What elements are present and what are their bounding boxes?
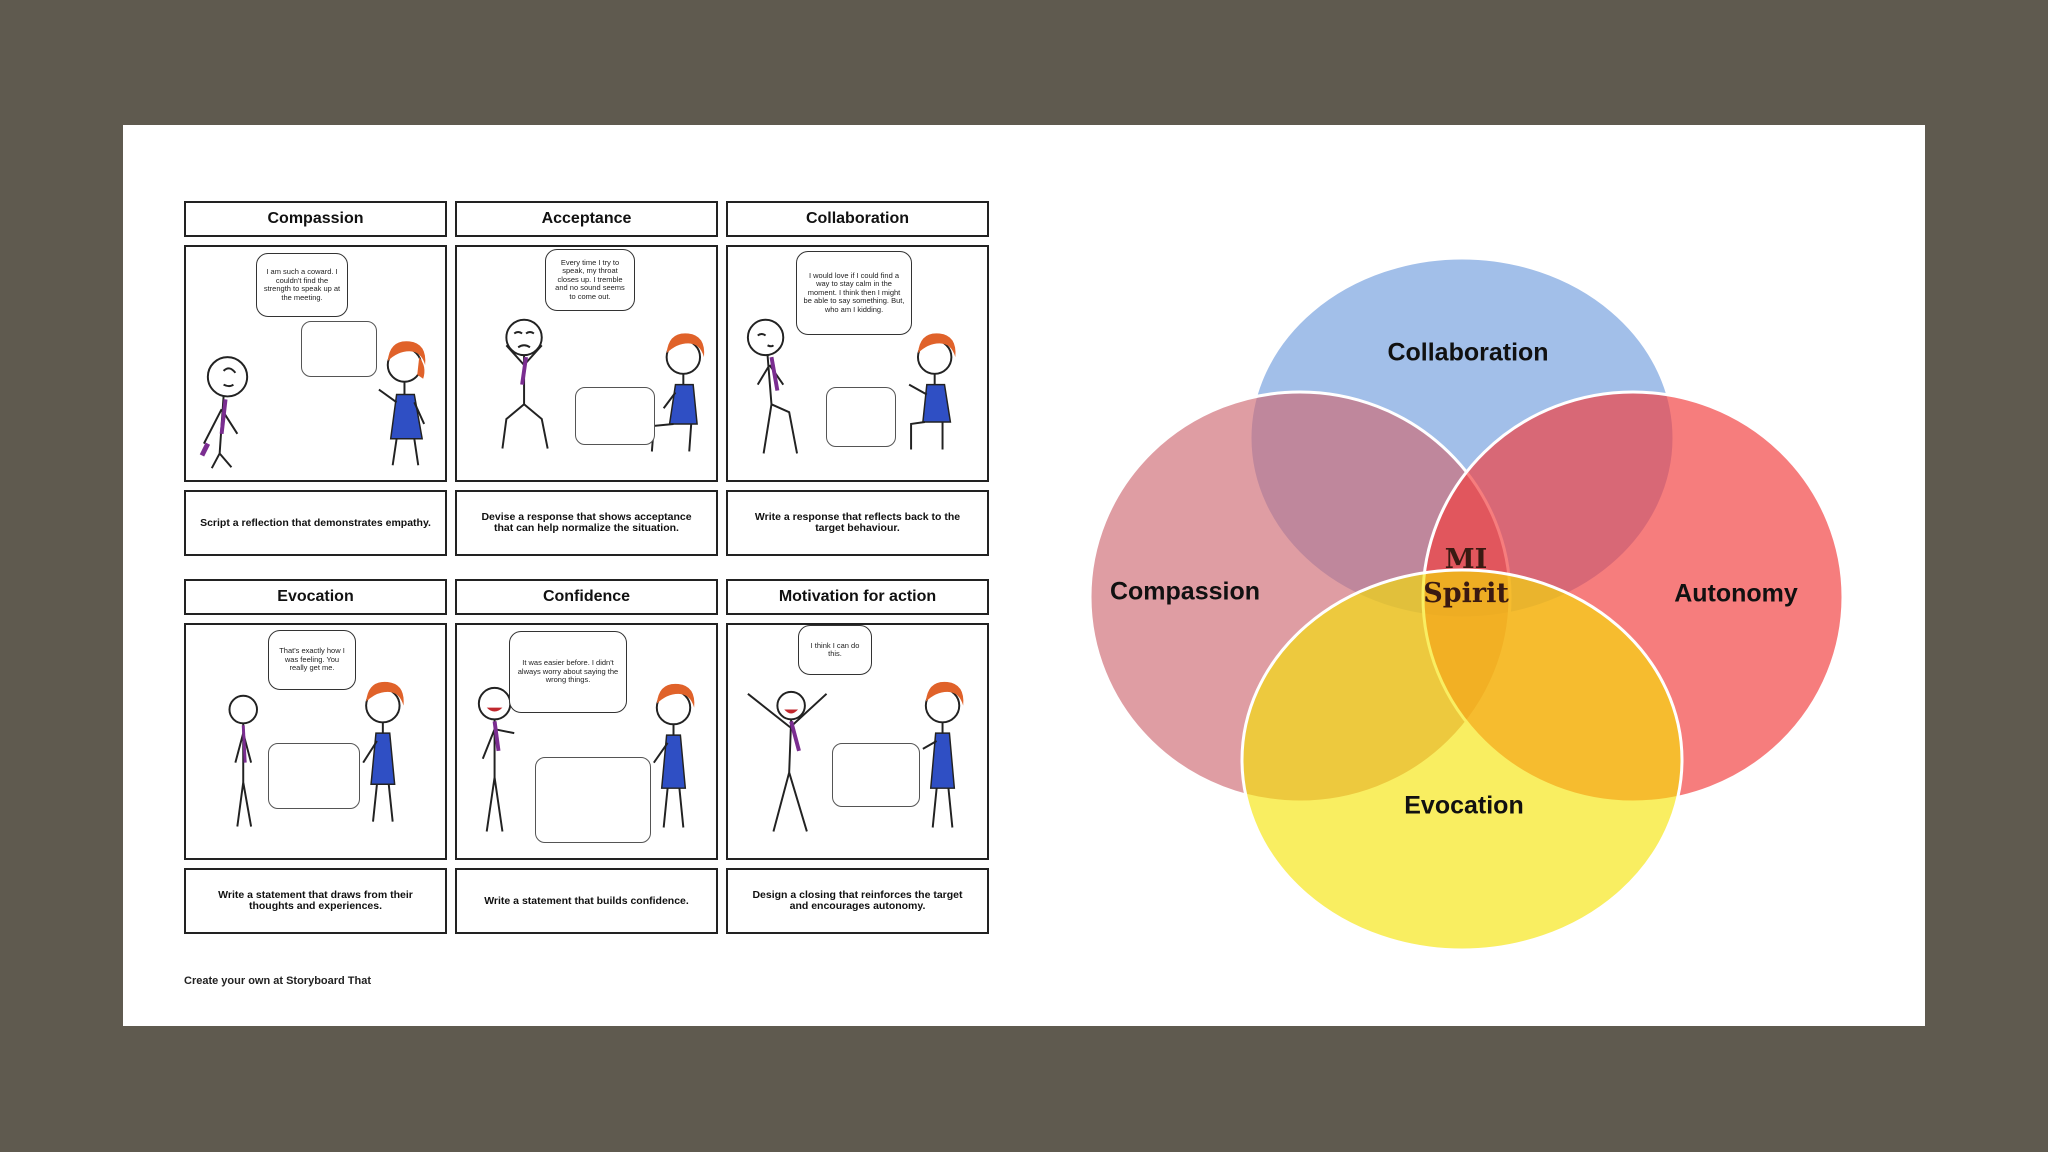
stick-figures-illustration xyxy=(746,318,956,454)
venn-center-label: MI Spirit xyxy=(1423,543,1509,611)
empty-speech-bubble xyxy=(832,743,920,807)
panel-title-collaboration: Collaboration xyxy=(726,201,989,237)
panel-caption: Write a statement that builds confidence… xyxy=(455,868,718,934)
panel-collaboration: I would love if I could find a way to st… xyxy=(726,245,989,482)
slide: Compassion Acceptance Collaboration xyxy=(123,125,1925,1026)
speech-bubble: I think I can do this. xyxy=(798,625,872,675)
stick-figures-illustration xyxy=(228,681,404,827)
venn-center-line1: MI xyxy=(1444,544,1488,575)
panel-motivation: I think I can do this. xyxy=(726,623,989,860)
venn-label-compassion: Compassion xyxy=(1109,577,1261,606)
speech-bubble: I would love if I could find a way to st… xyxy=(796,251,912,335)
venn-label-evocation: Evocation xyxy=(1404,791,1524,820)
empty-speech-bubble xyxy=(301,321,377,377)
empty-speech-bubble xyxy=(268,743,360,809)
panel-confidence: It was easier before. I didn't always wo… xyxy=(455,623,718,860)
panel-title-compassion: Compassion xyxy=(184,201,447,237)
venn-diagram: Collaboration Compassion Autonomy Evocat… xyxy=(1053,205,1863,955)
venn-label-collaboration: Collaboration xyxy=(1387,338,1549,367)
panel-caption: Script a reflection that demonstrates em… xyxy=(184,490,447,556)
panel-title-evocation: Evocation xyxy=(184,579,447,615)
venn-circle-evocation xyxy=(1240,568,1684,952)
panel-caption: Design a closing that reinforces the tar… xyxy=(726,868,989,934)
stick-figures-illustration xyxy=(477,683,695,832)
empty-speech-bubble xyxy=(535,757,651,843)
storyboard: Compassion Acceptance Collaboration xyxy=(184,201,996,991)
stick-figures-illustration xyxy=(199,341,426,469)
venn-label-autonomy: Autonomy xyxy=(1674,579,1798,608)
speech-bubble: It was easier before. I didn't always wo… xyxy=(509,631,627,713)
empty-speech-bubble xyxy=(826,387,896,447)
venn-circles xyxy=(1088,256,1845,952)
stick-figures-illustration xyxy=(501,318,705,452)
panel-compassion: I am such a coward. I couldn't find the … xyxy=(184,245,447,482)
speech-bubble: That's exactly how I was feeling. You re… xyxy=(268,630,356,690)
panel-caption: Devise a response that shows acceptance … xyxy=(455,490,718,556)
panel-title-motivation: Motivation for action xyxy=(726,579,989,615)
speech-bubble: I am such a coward. I couldn't find the … xyxy=(256,253,348,317)
storyboard-footer: Create your own at Storyboard That xyxy=(184,975,372,987)
speech-bubble: Every time I try to speak, my throat clo… xyxy=(545,249,635,311)
panel-acceptance: Every time I try to speak, my throat clo… xyxy=(455,245,718,482)
panel-title-confidence: Confidence xyxy=(455,579,718,615)
venn-center-line2: Spirit xyxy=(1423,578,1509,609)
stick-figures-illustration xyxy=(747,681,964,832)
panel-caption: Write a response that reflects back to t… xyxy=(726,490,989,556)
panel-caption: Write a statement that draws from their … xyxy=(184,868,447,934)
panel-title-acceptance: Acceptance xyxy=(455,201,718,237)
empty-speech-bubble xyxy=(575,387,655,445)
panel-evocation: That's exactly how I was feeling. You re… xyxy=(184,623,447,860)
